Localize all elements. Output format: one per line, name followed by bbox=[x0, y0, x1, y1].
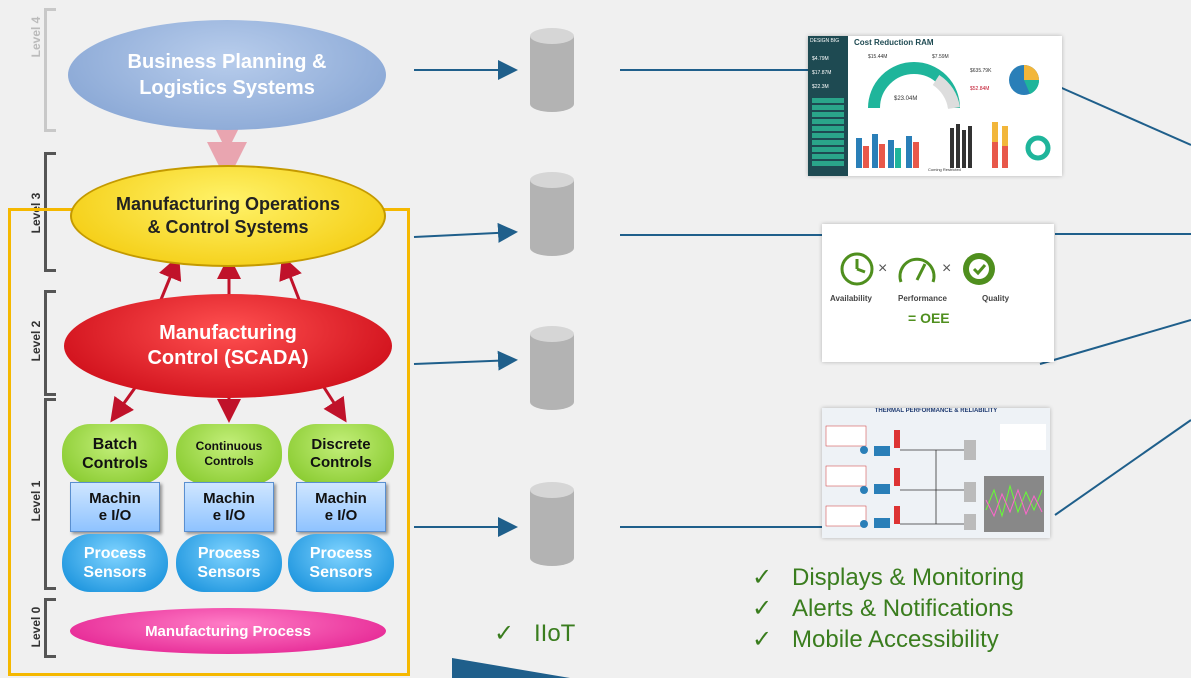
arrow-level3-db bbox=[413, 222, 518, 243]
machine-io-2: Machin e I/O bbox=[184, 482, 274, 532]
dashboard-kpi-4: $52.84M bbox=[970, 86, 990, 92]
process-sensors-2-label: Process Sensors bbox=[197, 545, 261, 581]
dashboard-legend: Coming Restricted bbox=[928, 167, 961, 172]
quality-badge-icon bbox=[963, 253, 995, 285]
scada-node: Manufacturing Control (SCADA) bbox=[64, 294, 392, 398]
discrete-controls-node: Discrete Controls bbox=[288, 424, 394, 484]
dashboard-side-value-1: $4.79M bbox=[812, 56, 829, 62]
line-ram-out bbox=[1054, 84, 1191, 146]
machine-io-1-label: Machin e I/O bbox=[89, 490, 141, 524]
feature-alerts-label: Alerts & Notifications bbox=[792, 595, 1014, 622]
manufacturing-process-node: Manufacturing Process bbox=[70, 608, 386, 654]
machine-io-1: Machin e I/O bbox=[70, 482, 160, 532]
dashboard-side-value-3: $22.3M bbox=[812, 84, 829, 90]
level2-bracket bbox=[44, 290, 56, 396]
times-sign-1: × bbox=[878, 260, 888, 277]
process-sensors-2: Process Sensors bbox=[176, 534, 282, 592]
scada-label: Manufacturing Control (SCADA) bbox=[147, 322, 309, 369]
dashboard-kpi-2: $7.59M bbox=[932, 54, 949, 60]
feature-item: ✓ Mobile Accessibility bbox=[752, 624, 1024, 655]
clock-icon bbox=[840, 252, 874, 286]
database-icon-3 bbox=[530, 326, 574, 410]
dashboard-side-value-2: $17.87M bbox=[812, 70, 832, 76]
iiot-item: ✓ IIoT bbox=[494, 618, 575, 649]
dashboard-kpi-3: $635.79K bbox=[970, 68, 992, 74]
dashboard-pie bbox=[1009, 65, 1040, 95]
arrow-level2-db bbox=[413, 350, 518, 371]
database-icon-4 bbox=[530, 482, 574, 566]
database-icon-2 bbox=[530, 172, 574, 256]
database-icon-1 bbox=[530, 28, 574, 112]
arrow-scada-mom-right bbox=[279, 255, 302, 303]
business-planning-node: Business Planning & Logistics Systems bbox=[68, 20, 386, 130]
times-sign-2: × bbox=[942, 260, 952, 277]
feature-mobile-label: Mobile Accessibility bbox=[792, 626, 999, 653]
line-thermal-out bbox=[1054, 419, 1191, 516]
discrete-controls-label: Discrete Controls bbox=[310, 436, 372, 471]
checkmark-icon: ✓ bbox=[752, 626, 773, 653]
machine-io-2-label: Machin e I/O bbox=[203, 490, 255, 524]
batch-controls-node: Batch Controls bbox=[62, 424, 168, 484]
thermal-schematic bbox=[825, 424, 1046, 532]
continuous-controls-label: Continuous Controls bbox=[195, 439, 263, 468]
continuous-controls-node: Continuous Controls bbox=[176, 424, 282, 484]
arrow-scada-mom-left bbox=[158, 255, 182, 303]
checkmark-icon: ✓ bbox=[752, 595, 773, 622]
level4-bracket bbox=[44, 8, 56, 132]
checkmark-icon: ✓ bbox=[752, 564, 773, 591]
mom-label: Manufacturing Operations & Control Syste… bbox=[115, 194, 340, 237]
availability-label: Availability bbox=[830, 294, 872, 303]
machine-io-3: Machin e I/O bbox=[296, 482, 386, 532]
level1-bracket bbox=[44, 398, 56, 590]
feature-list: ✓ Displays & Monitoring ✓ Alerts & Notific… bbox=[752, 562, 1024, 655]
machine-io-3-label: Machin e I/O bbox=[315, 490, 367, 524]
feature-displays-label: Displays & Monitoring bbox=[792, 564, 1025, 591]
feature-item: ✓ Alerts & Notifications bbox=[752, 593, 1024, 624]
batch-controls-label: Batch Controls bbox=[82, 436, 148, 472]
level0-bracket bbox=[44, 598, 56, 658]
feature-item: ✓ Displays & Monitoring bbox=[752, 562, 1024, 593]
iiot-label: IIoT bbox=[534, 620, 576, 647]
process-sensors-1: Process Sensors bbox=[62, 534, 168, 592]
dashboard-brand: DESIGN BIG bbox=[810, 38, 840, 44]
business-planning-label: Business Planning & Logistics Systems bbox=[127, 51, 327, 99]
dashboard-gauge bbox=[868, 62, 960, 110]
dashboard-side-menu bbox=[812, 98, 844, 166]
dashboard-kpi-1: $15.44M bbox=[868, 54, 888, 60]
thermal-dashboard: THERMAL PERFORMANCE & RELIABILITY bbox=[822, 408, 1050, 538]
level3-bracket bbox=[44, 152, 56, 272]
checkmark-icon: ✓ bbox=[494, 620, 515, 647]
process-sensors-3-label: Process Sensors bbox=[309, 545, 373, 581]
blue-wedge-shape bbox=[452, 658, 570, 678]
process-sensors-1-label: Process Sensors bbox=[83, 545, 147, 581]
quality-label: Quality bbox=[982, 294, 1010, 303]
cost-reduction-dashboard: DESIGN BIG $4.79M $17.87M $22.3M Cost Re… bbox=[808, 36, 1062, 176]
oee-result: = OEE bbox=[908, 310, 950, 326]
performance-label: Performance bbox=[898, 294, 947, 303]
manufacturing-process-label: Manufacturing Process bbox=[145, 622, 311, 640]
mom-node: Manufacturing Operations & Control Syste… bbox=[70, 165, 386, 267]
dashboard-title: Cost Reduction RAM bbox=[854, 38, 934, 47]
process-sensors-3: Process Sensors bbox=[288, 534, 394, 592]
dashboard-gauge-value: $23.04M bbox=[894, 96, 918, 102]
thermal-title: THERMAL PERFORMANCE & RELIABILITY bbox=[874, 408, 998, 414]
oee-panel: × × Availability Performance Quality = O… bbox=[822, 224, 1054, 362]
line-oee-out2 bbox=[1039, 319, 1191, 365]
speedometer-icon bbox=[898, 257, 936, 283]
dashboard-bars bbox=[856, 122, 1051, 168]
level4-label: Level 4 bbox=[29, 16, 43, 58]
